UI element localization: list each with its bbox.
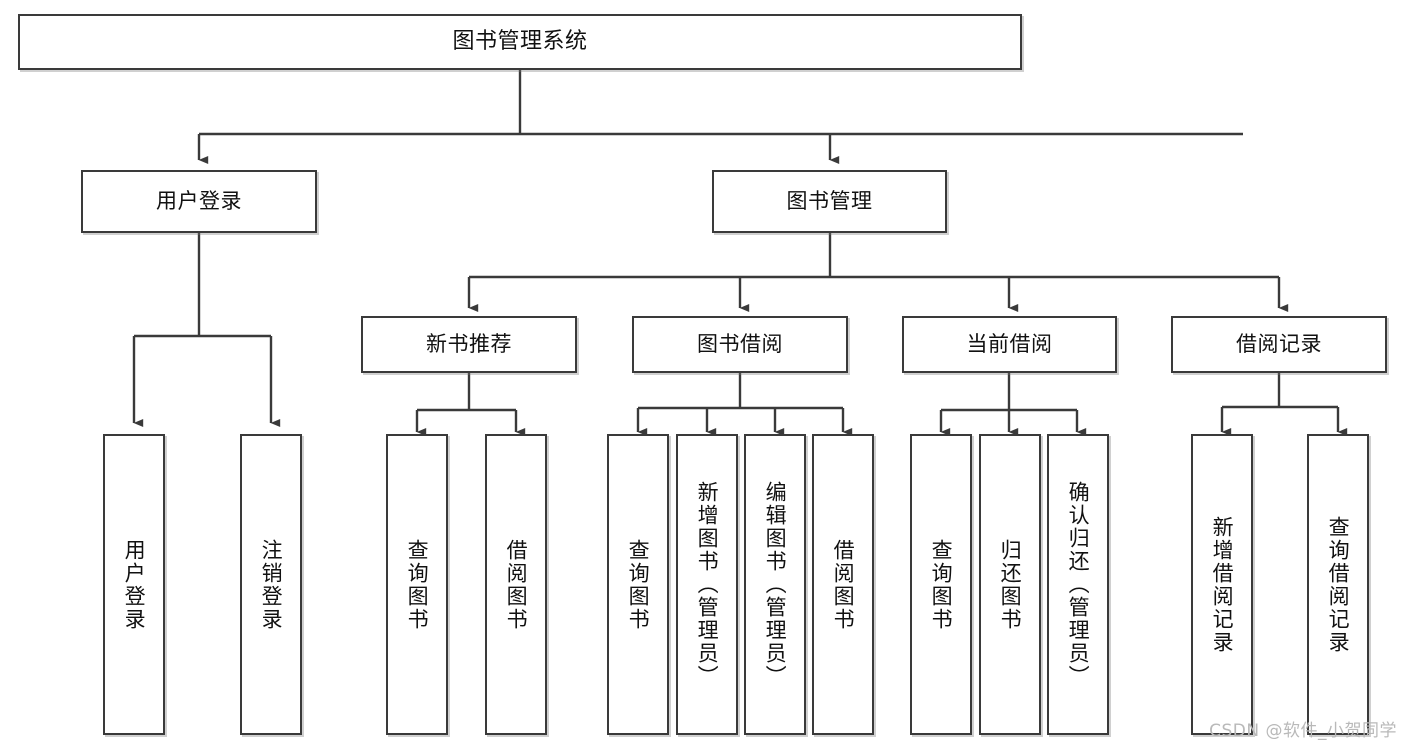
node-book-management[interactable]: 图书管理 (712, 170, 947, 233)
leaf-current-query-book[interactable]: 查询图书 (910, 434, 972, 735)
leaf-current-return-book[interactable]: 归还图书 (979, 434, 1041, 735)
node-borrow-record[interactable]: 借阅记录 (1171, 316, 1387, 373)
leaf-record-add-record[interactable]: 新增借阅记录 (1191, 434, 1253, 735)
leaf-borrow-query-book[interactable]: 查询图书 (607, 434, 669, 735)
leaf-current-confirm-return-admin[interactable]: 确认归还（管理员） (1047, 434, 1109, 735)
watermark-text: CSDN @软件_小贺同学 (1209, 721, 1397, 741)
node-book-borrow[interactable]: 图书借阅 (632, 316, 848, 373)
leaf-user-login-login[interactable]: 用户登录 (103, 434, 165, 735)
leaf-record-query-record[interactable]: 查询借阅记录 (1307, 434, 1369, 735)
leaf-borrow-add-book-admin[interactable]: 新增图书（管理员） (676, 434, 738, 735)
leaf-borrow-edit-book-admin[interactable]: 编辑图书（管理员） (744, 434, 806, 735)
node-current-borrow[interactable]: 当前借阅 (902, 316, 1117, 373)
leaf-user-login-logout[interactable]: 注销登录 (240, 434, 302, 735)
node-root-system[interactable]: 图书管理系统 (18, 14, 1022, 70)
leaf-recommend-query-book[interactable]: 查询图书 (386, 434, 448, 735)
leaf-recommend-borrow-book[interactable]: 借阅图书 (485, 434, 547, 735)
node-user-login[interactable]: 用户登录 (81, 170, 317, 233)
node-new-book-recommend[interactable]: 新书推荐 (361, 316, 577, 373)
leaf-borrow-borrow-book[interactable]: 借阅图书 (812, 434, 874, 735)
